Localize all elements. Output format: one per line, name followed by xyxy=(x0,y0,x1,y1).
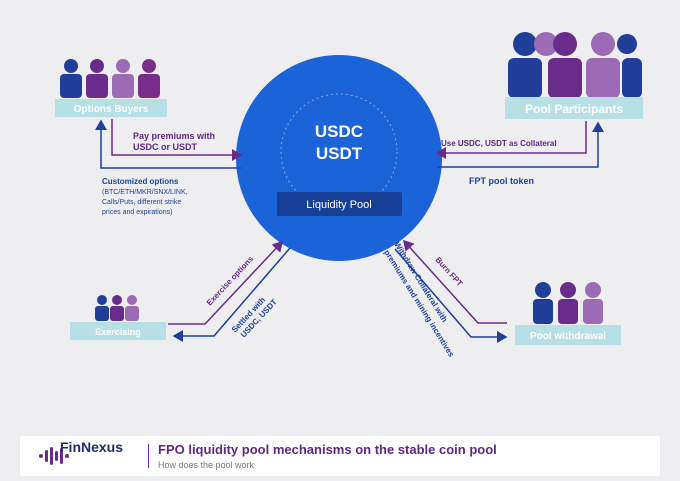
footer-title: FPO liquidity pool mechanisms on the sta… xyxy=(158,442,497,457)
burn-fpt-text: Burn FPT xyxy=(434,255,465,288)
burn-fpt-arrow xyxy=(402,239,507,324)
options-detail-line1: (BTC/ETH/MKR/SNX/LINK, xyxy=(102,189,188,196)
options-buyers-label: Options Buyers xyxy=(74,104,149,115)
pay-premiums-text-line2: USDC or USDT xyxy=(133,142,198,152)
exercise-options-text: Exercise options xyxy=(205,254,256,307)
exercising-label: Exercising xyxy=(95,327,141,337)
collateral-arrow xyxy=(435,121,587,159)
pool-participants-people-icon xyxy=(508,32,642,98)
finnexus-logo-icon xyxy=(39,447,69,465)
fpt-token-arrow xyxy=(437,121,604,168)
use-collateral-text: Use USDC, USDT as Collateral xyxy=(441,139,557,148)
fpt-token-text: FPT pool token xyxy=(469,176,534,186)
pool-participants-label: Pool Participants xyxy=(525,102,623,116)
pool-coin-usdt: USDT xyxy=(316,144,363,163)
brand-name: FinNexus xyxy=(60,439,124,455)
options-buyers-label-box xyxy=(55,99,167,117)
customized-options-arrow xyxy=(95,119,241,169)
pool-coin-usdc: USDC xyxy=(315,122,363,141)
pool-withdrawal-label-box xyxy=(515,325,621,345)
pool-withdrawal-people-icon xyxy=(533,282,603,324)
options-detail-line2: Calls/Puts, different strike xyxy=(102,199,181,206)
footer-divider xyxy=(148,444,149,468)
exercising-label-box xyxy=(70,322,166,340)
customized-options-text: Customized options xyxy=(102,177,179,186)
withdraw-collateral-arrow xyxy=(394,248,508,343)
exercising-people-icon xyxy=(95,295,139,321)
pool-participants-label-box xyxy=(505,97,643,119)
exercise-options-arrow xyxy=(168,240,284,325)
pay-premiums-text-line1: Pay premiums with xyxy=(133,131,215,141)
options-buyers-people-icon xyxy=(60,59,160,98)
settled-arrow xyxy=(172,247,291,342)
pool-label-box xyxy=(277,192,402,216)
options-detail-line3: prices and expirations) xyxy=(102,209,172,216)
footer-subtitle: How does the pool work xyxy=(158,460,255,470)
pay-premiums-arrow xyxy=(111,119,243,161)
pool-label: Liquidity Pool xyxy=(306,199,371,211)
footer-bar: FinNexus FPO liquidity pool mechanisms o… xyxy=(20,436,660,476)
pool-withdrawal-label: Pool withdrawal xyxy=(530,331,606,342)
